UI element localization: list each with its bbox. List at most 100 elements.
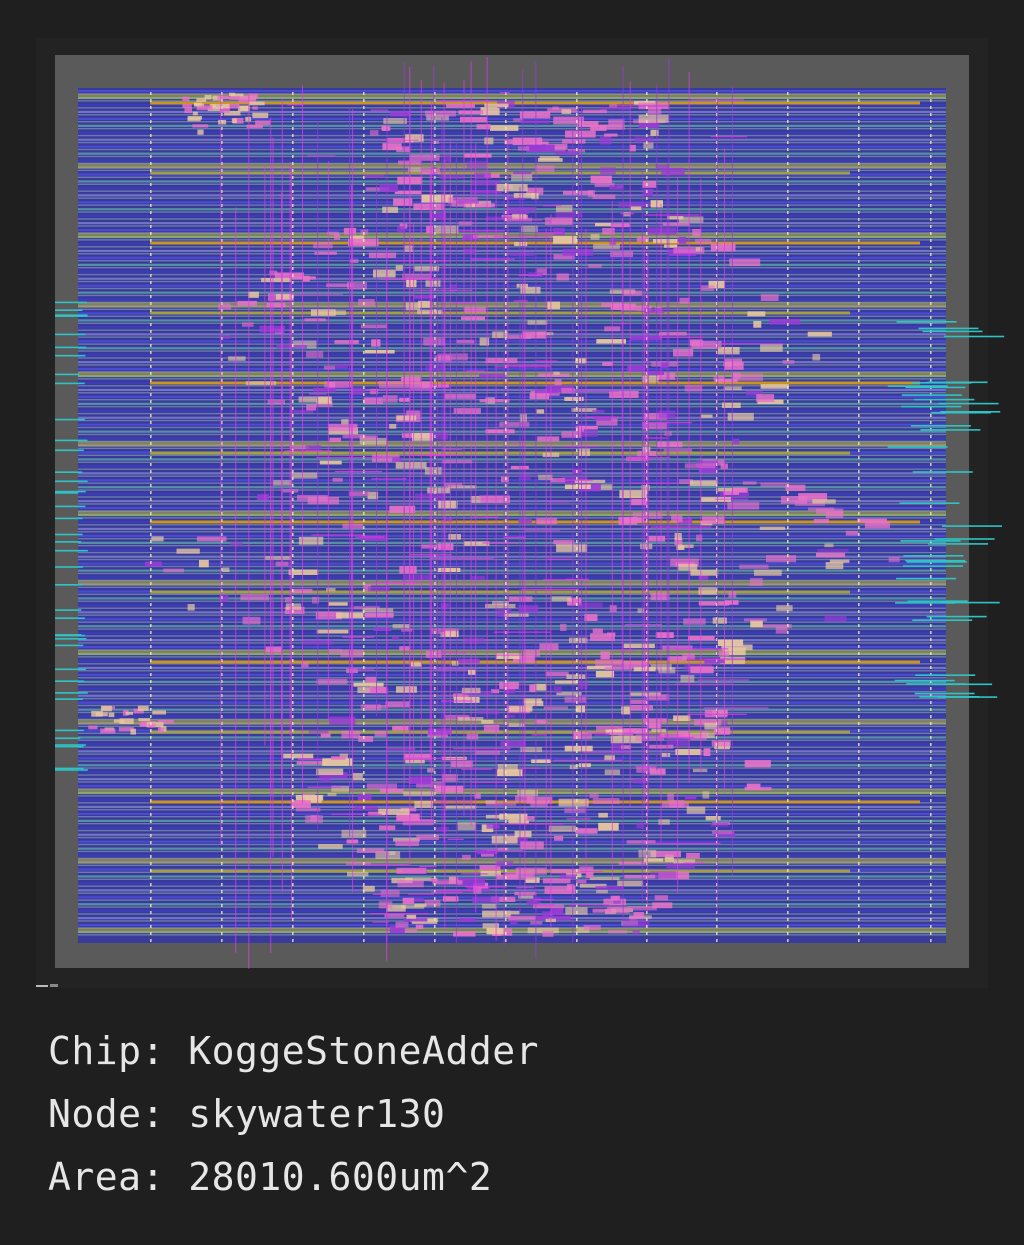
via-marker bbox=[434, 372, 436, 375]
cell-row-fill bbox=[78, 718, 946, 721]
via-marker bbox=[221, 386, 223, 389]
via-marker bbox=[930, 827, 932, 830]
via-marker bbox=[787, 351, 789, 354]
via-marker bbox=[930, 190, 932, 193]
via-marker bbox=[150, 743, 152, 746]
via-marker bbox=[221, 792, 223, 795]
via-marker bbox=[646, 918, 648, 921]
cell-row-stripe bbox=[78, 416, 946, 419]
via-marker bbox=[292, 519, 294, 522]
via-marker bbox=[576, 666, 578, 669]
via-marker bbox=[221, 190, 223, 193]
via-marker bbox=[576, 673, 578, 676]
via-marker bbox=[363, 701, 365, 704]
via-marker bbox=[716, 456, 718, 459]
placed-cell bbox=[490, 896, 516, 902]
placed-cell bbox=[641, 485, 650, 491]
via-marker bbox=[434, 127, 436, 130]
via-marker bbox=[363, 92, 365, 95]
placed-cell bbox=[218, 303, 232, 310]
placed-cell bbox=[382, 206, 398, 213]
via-marker bbox=[221, 603, 223, 606]
cell-row-fill bbox=[78, 496, 946, 498]
placed-cell bbox=[490, 125, 519, 131]
placed-cell bbox=[618, 861, 645, 865]
via-marker bbox=[505, 477, 507, 480]
via-marker bbox=[646, 218, 648, 221]
via-marker bbox=[292, 323, 294, 326]
via-marker bbox=[646, 127, 648, 130]
io-pin-left bbox=[55, 609, 82, 611]
placed-cell bbox=[588, 264, 602, 268]
via-marker bbox=[505, 288, 507, 291]
via-marker bbox=[858, 687, 860, 690]
via-marker bbox=[434, 232, 436, 235]
via-marker bbox=[221, 197, 223, 200]
via-marker bbox=[787, 281, 789, 284]
io-pin-right bbox=[905, 386, 966, 389]
via-marker bbox=[787, 855, 789, 858]
via-marker bbox=[787, 673, 789, 676]
via-marker bbox=[930, 652, 932, 655]
placed-cell bbox=[515, 795, 533, 803]
placed-cell bbox=[556, 692, 582, 696]
via-marker bbox=[716, 834, 718, 837]
via-marker bbox=[363, 344, 365, 347]
via-marker bbox=[858, 239, 860, 242]
via-marker bbox=[505, 337, 507, 340]
placed-cell bbox=[554, 680, 578, 684]
via-marker bbox=[292, 505, 294, 508]
via-marker bbox=[716, 169, 718, 172]
via-marker bbox=[858, 547, 860, 550]
via-marker bbox=[576, 575, 578, 578]
via-marker bbox=[858, 771, 860, 774]
cell-row-fill bbox=[78, 260, 946, 262]
via-marker bbox=[646, 932, 648, 935]
io-pin-left bbox=[55, 745, 84, 748]
power-rail bbox=[78, 302, 946, 308]
via-marker bbox=[576, 491, 578, 494]
via-marker bbox=[505, 589, 507, 592]
via-marker bbox=[505, 729, 507, 732]
via-marker bbox=[576, 316, 578, 319]
placed-cell bbox=[641, 375, 659, 383]
via-marker bbox=[150, 540, 152, 543]
cell-row-fill bbox=[78, 544, 946, 547]
placed-cell bbox=[579, 448, 590, 456]
via-marker bbox=[150, 190, 152, 193]
chip-info-panel: Chip: KoggeStoneAdder Node: skywater130 … bbox=[48, 1020, 539, 1209]
via-marker bbox=[858, 288, 860, 291]
placed-cell bbox=[667, 793, 674, 801]
via-marker bbox=[716, 295, 718, 298]
placed-cell bbox=[526, 187, 544, 195]
via-marker bbox=[292, 477, 294, 480]
via-marker bbox=[505, 505, 507, 508]
placed-cell bbox=[711, 739, 731, 747]
placed-cell bbox=[683, 618, 706, 625]
placed-cell bbox=[401, 628, 413, 632]
placed-cell bbox=[405, 134, 424, 142]
via-marker bbox=[292, 176, 294, 179]
cell-row-stripe bbox=[78, 639, 946, 642]
via-marker bbox=[716, 330, 718, 333]
placed-cell bbox=[290, 588, 313, 594]
via-marker bbox=[292, 827, 294, 830]
via-marker bbox=[505, 645, 507, 648]
placed-cell bbox=[481, 720, 494, 724]
via-marker bbox=[787, 225, 789, 228]
via-marker bbox=[221, 876, 223, 879]
placed-cell bbox=[756, 394, 775, 402]
via-marker bbox=[716, 666, 718, 669]
cell-row-stripe bbox=[78, 534, 946, 537]
via-marker bbox=[930, 239, 932, 242]
via-marker bbox=[221, 337, 223, 340]
via-marker bbox=[930, 281, 932, 284]
via-marker bbox=[434, 225, 436, 228]
via-marker bbox=[292, 393, 294, 396]
placed-cell bbox=[546, 385, 574, 393]
cell-row-stripe bbox=[78, 472, 946, 475]
placed-cell bbox=[444, 630, 459, 637]
via-marker bbox=[858, 869, 860, 872]
via-marker bbox=[576, 323, 578, 326]
via-marker bbox=[576, 694, 578, 697]
